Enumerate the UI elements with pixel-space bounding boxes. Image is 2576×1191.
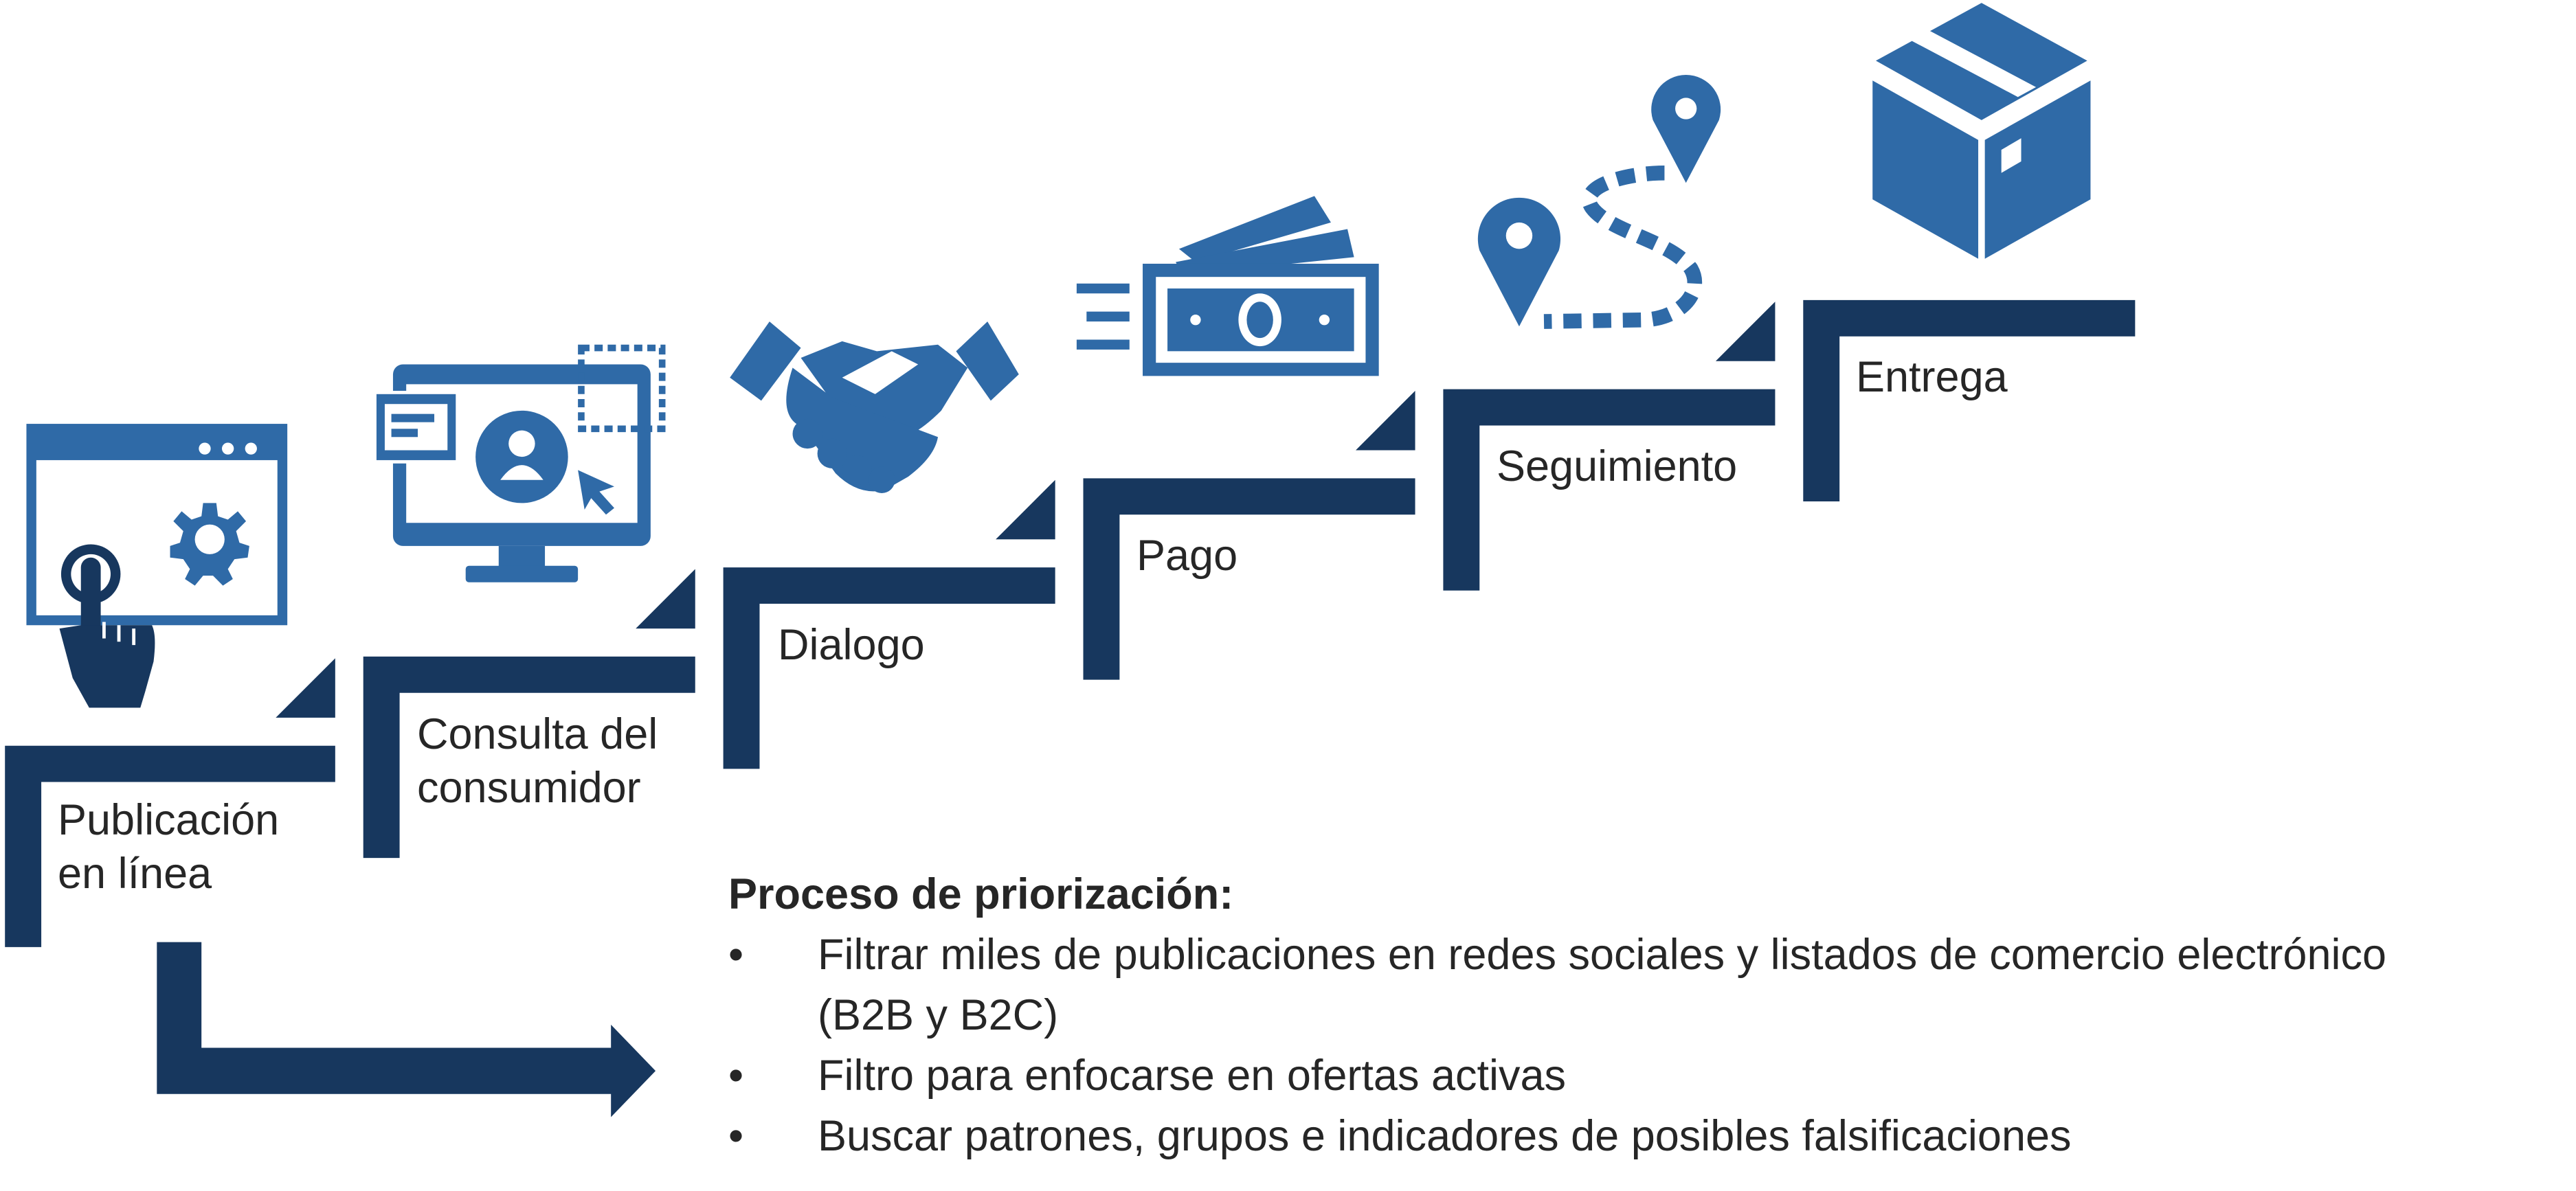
step-6-label: Entrega — [1856, 350, 2008, 404]
process-item: • Filtro para enfocarse en ofertas activ… — [728, 1045, 2556, 1106]
location-route-icon — [1477, 75, 1721, 329]
step-2-bracket — [363, 656, 695, 859]
step-1-label-text: Publicación en línea — [58, 796, 280, 898]
step-6-bracket — [1803, 299, 2136, 502]
process-item-text: Buscar patrones, grupos e indicadores de… — [818, 1112, 2072, 1160]
monitor-user-cursor-icon — [373, 344, 666, 582]
process-item: • Buscar patrones, grupos e indicadores … — [728, 1106, 2556, 1166]
step-5-label-text: Seguimiento — [1497, 442, 1738, 490]
money-icon — [1076, 196, 1379, 376]
bullet: • — [728, 1052, 744, 1100]
process-arrow — [157, 942, 656, 1118]
package-box-icon — [1872, 3, 2091, 259]
prioritization-process: Proceso de priorización: • Filtrar miles… — [728, 867, 2556, 1166]
step-6-label-text: Entrega — [1856, 353, 2008, 401]
process-item-text: Filtro para enfocarse en ofertas activas — [818, 1052, 1567, 1100]
step-1-bracket — [5, 745, 335, 947]
bullet: • — [728, 1112, 744, 1160]
step-5-bracket — [1443, 389, 1776, 591]
step-4-label-text: Pago — [1136, 532, 1238, 580]
step-1-triangle — [276, 658, 335, 718]
step-3-triangle — [996, 479, 1055, 540]
step-4-triangle — [1356, 391, 1415, 451]
process-item: • Filtrar miles de publicaciones en rede… — [728, 925, 2556, 1045]
process-item-text: Filtrar miles de publicaciones en redes … — [818, 931, 2387, 1039]
gear-icon — [170, 503, 249, 586]
step-4-bracket — [1083, 478, 1415, 680]
step-3-label-text: Dialogo — [778, 621, 925, 669]
process-list: • Filtrar miles de publicaciones en rede… — [728, 925, 2556, 1166]
step-3-bracket — [723, 567, 1055, 769]
step-5-label: Seguimiento — [1497, 440, 1737, 493]
step-3-label: Dialogo — [778, 618, 925, 672]
process-title: Proceso de priorización: — [728, 870, 1234, 918]
step-1-label: Publicación en línea — [58, 793, 279, 900]
step-2-label: Consulta del consumidor — [417, 707, 658, 815]
bullet: • — [728, 931, 744, 979]
step-2-label-text: Consulta del consumidor — [417, 710, 658, 813]
handshake-icon — [730, 321, 1019, 494]
step-4-label: Pago — [1136, 529, 1237, 582]
step-5-triangle — [1715, 302, 1776, 361]
web-settings-touch-icon — [26, 424, 288, 708]
step-2-triangle — [636, 569, 695, 629]
